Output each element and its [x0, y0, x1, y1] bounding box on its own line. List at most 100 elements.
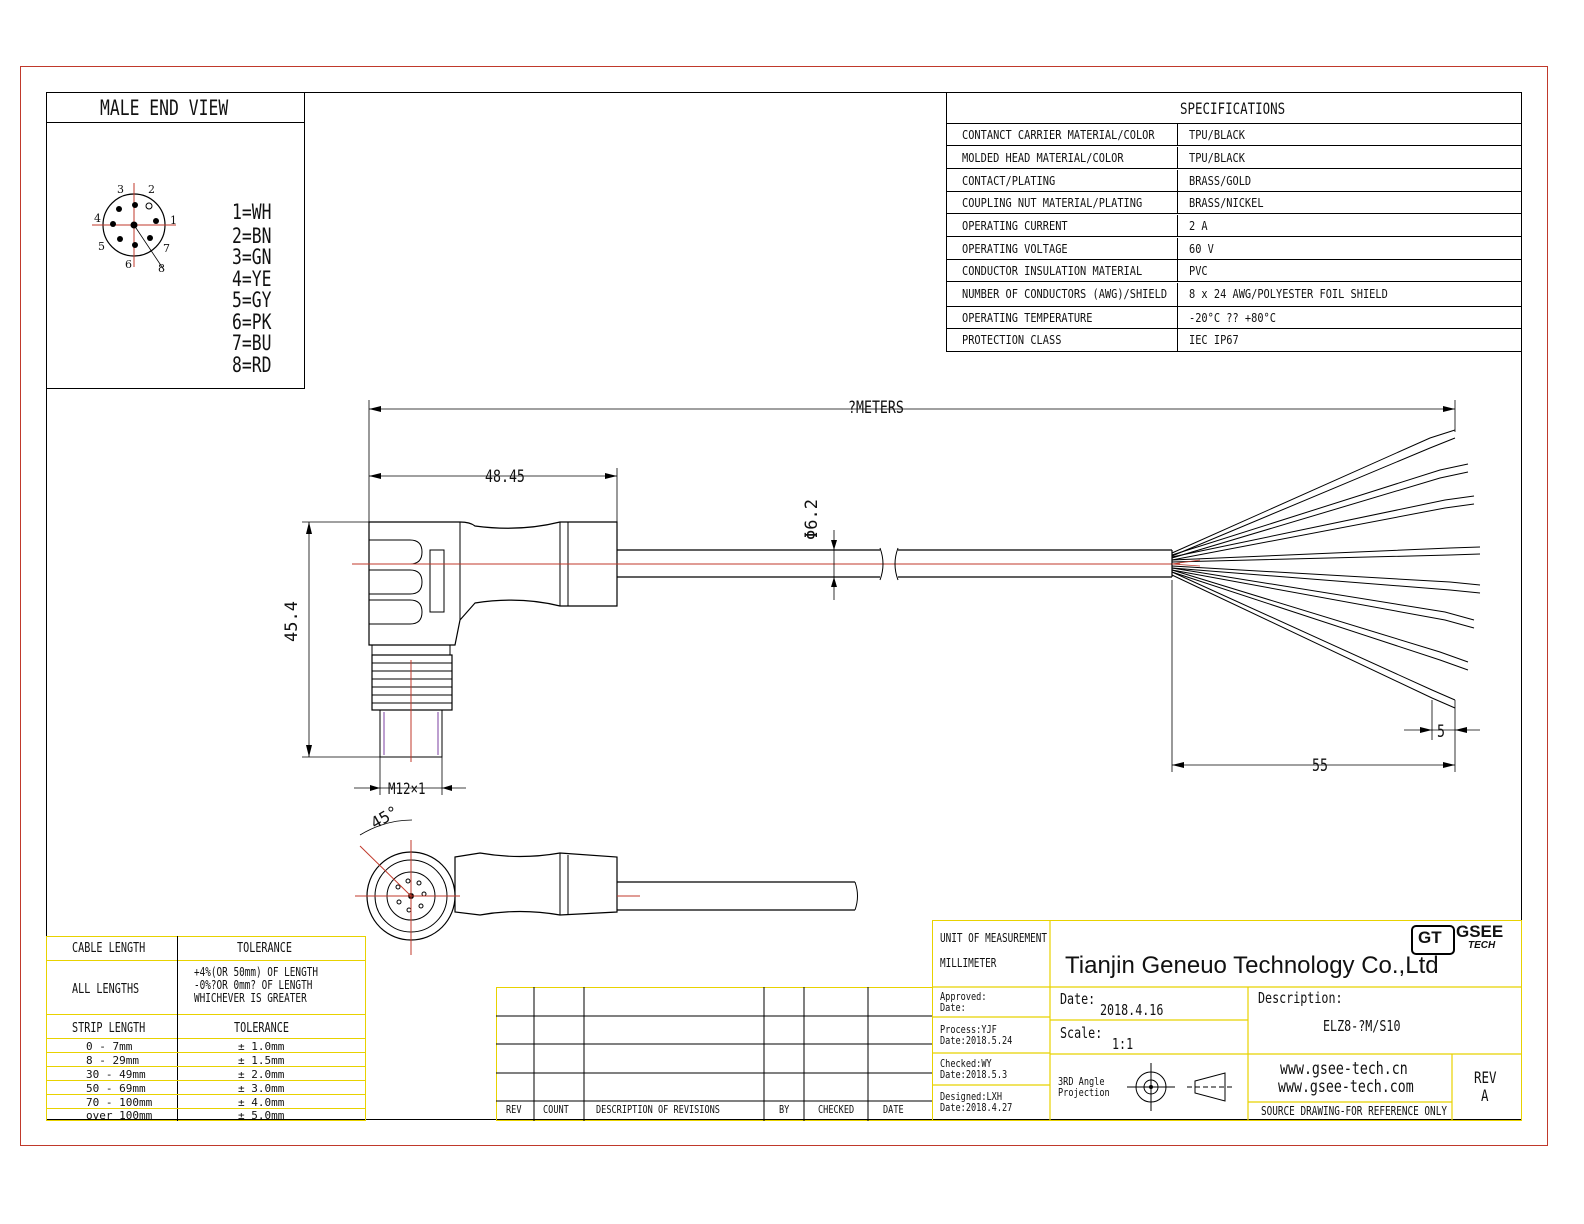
strip-length-range: over 100mm [86, 1109, 153, 1122]
pin-number-3: 3 [117, 183, 124, 196]
company-logo: GT [1411, 925, 1455, 955]
all-lengths-tolerance-line: WHICHEVER IS GREATER [194, 991, 307, 1005]
strip-length-range: 30 - 49mm [86, 1068, 146, 1081]
company-name: Tianjin Geneuo Technology Co.,Ltd [1065, 952, 1439, 979]
pin-layout-diagram [92, 183, 176, 271]
spec-value: TPU/BLACK [1189, 151, 1245, 165]
spec-key: CONDUCTOR INSULATION MATERIAL [962, 264, 1143, 278]
wire-color-3: 3=GN [232, 245, 272, 269]
spec-key: PROTECTION CLASS [962, 333, 1062, 347]
drawing-inner-border [46, 92, 1522, 1120]
spec-row: MOLDED HEAD MATERIAL/COLOR TPU/BLACK [947, 147, 1522, 169]
pin-number-4: 4 [94, 212, 101, 225]
overall-length-dimension: ?METERS [848, 398, 904, 418]
drawing-outer-border [20, 66, 1548, 1146]
scale-value: 1:1 [1112, 1035, 1134, 1053]
strip-length-range: 70 - 100mm [86, 1096, 153, 1109]
spec-key: COUPLING NUT MATERIAL/PLATING [962, 196, 1143, 210]
scale-label: Scale: [1060, 1024, 1103, 1042]
spec-key: CONTANCT CARRIER MATERIAL/COLOR [962, 128, 1155, 142]
spec-value: PVC [1189, 264, 1208, 278]
wire-color-6: 6=PK [232, 310, 272, 334]
cable-length-label: CABLE LENGTH [72, 941, 146, 956]
spec-row: OPERATING TEMPERATURE -20°C ?? +80°C [947, 307, 1522, 329]
title-block [932, 920, 1522, 1121]
strip-header-row [46, 1015, 366, 1039]
revision-header-checked: CHECKED [818, 1103, 855, 1116]
specifications-title: SPECIFICATIONS [1180, 99, 1286, 118]
description-value: ELZ8-?M/S10 [1323, 1017, 1401, 1035]
specifications-header [946, 92, 1522, 124]
approved-date: Date: [940, 1001, 966, 1014]
logo-gsee-text: GSEE [1456, 922, 1504, 941]
spec-key: MOLDED HEAD MATERIAL/COLOR [962, 151, 1124, 165]
spec-value: -20°C ?? +80°C [1189, 311, 1276, 325]
revision-header-date: DATE [883, 1103, 904, 1116]
thread-dimension: M12×1 [388, 779, 426, 798]
strip-length-label: STRIP LENGTH [72, 1021, 146, 1036]
strip-length-tolerance: ± 1.0mm [238, 1040, 285, 1053]
all-lengths-tolerance-line: -0%?OR 0mm? OF LENGTH [194, 978, 313, 992]
spec-key: NUMBER OF CONDUCTORS (AWG)/SHIELD [962, 287, 1168, 301]
website-cn-link[interactable]: www.gsee-tech.cn [1280, 1059, 1408, 1079]
male-end-view-title: MALE END VIEW [100, 96, 229, 120]
all-lengths-tolerance-line: +4%(OR 50mm) OF LENGTH [194, 965, 318, 979]
specifications-table [946, 92, 1522, 352]
strip-length-tolerance: ± 3.0mm [238, 1082, 285, 1095]
spec-value: 2 A [1189, 219, 1208, 233]
pin-number-7: 7 [163, 242, 170, 255]
wire-color-8: 8=RD [232, 353, 272, 377]
third-angle-projection-icon [1127, 1063, 1235, 1111]
spec-key: CONTACT/PLATING [962, 174, 1056, 188]
checked-date: Date:2018.5.3 [940, 1068, 1008, 1081]
pin-number-8: 8 [158, 262, 165, 275]
projection-label-line2: Projection [1058, 1086, 1110, 1099]
spec-key: OPERATING TEMPERATURE [962, 311, 1093, 325]
strip-length-range: 0 - 7mm [86, 1040, 133, 1053]
head-length-dimension: 48.45 [485, 467, 525, 487]
revision-header-count: COUNT [543, 1103, 569, 1116]
pin-number-2: 2 [148, 183, 155, 196]
projection-label-line1: 3RD Angle [1058, 1075, 1105, 1088]
checked-by: Checked:WY [940, 1057, 992, 1070]
strip-length-tolerance: ± 4.0mm [238, 1096, 285, 1109]
strip-tolerance-row: 30 - 49mm ± 2.0mm [46, 1068, 366, 1081]
revision-header-description: DESCRIPTION OF REVISIONS [596, 1103, 720, 1116]
wire-color-1: 1=WH [232, 200, 272, 224]
strip-length-tolerance: ± 1.5mm [238, 1054, 285, 1067]
pin-number-1: 1 [170, 214, 177, 227]
tolerance-label: TOLERANCE [237, 941, 292, 956]
logo-gt-text: GT [1418, 928, 1442, 947]
designed-by: Designed:LXH [940, 1090, 1002, 1103]
date-label: Date: [1060, 990, 1096, 1008]
rev-label: REV [1474, 1068, 1497, 1087]
spec-value: BRASS/GOLD [1189, 174, 1252, 188]
description-label: Description: [1258, 989, 1343, 1007]
cable-diameter-dimension: Φ6.2 [802, 499, 822, 540]
website-com-link[interactable]: www.gsee-tech.com [1278, 1077, 1414, 1097]
process-by: Process:YJF [940, 1023, 997, 1036]
pin-number-5: 5 [98, 240, 105, 253]
approved-label: Approved: [940, 990, 987, 1003]
revision-header-rev: REV [506, 1103, 522, 1116]
source-drawing-note: SOURCE DRAWING-FOR REFERENCE ONLY [1261, 1104, 1447, 1118]
date-value: 2018.4.16 [1100, 1001, 1164, 1019]
spec-row: CONTACT/PLATING BRASS/GOLD [947, 170, 1522, 192]
spec-row: CONTANCT CARRIER MATERIAL/COLOR TPU/BLACK [947, 124, 1522, 146]
strip-tolerance-row: over 100mm± 5.0mm [46, 1109, 366, 1122]
designed-date: Date:2018.4.27 [940, 1101, 1013, 1114]
spec-value: IEC IP67 [1189, 333, 1239, 347]
strip-length-range: 50 - 69mm [86, 1082, 146, 1095]
strip-length-tolerance: ± 2.0mm [238, 1068, 285, 1081]
strip-length-range: 8 - 29mm [86, 1054, 139, 1067]
spec-value: TPU/BLACK [1189, 128, 1245, 142]
tin-length-dimension: 5 [1437, 722, 1445, 742]
wire-color-7: 7=BU [232, 331, 272, 355]
strip-tolerance-row: 0 - 7mm ± 1.0mm [46, 1040, 366, 1053]
spec-value: 8 x 24 AWG/POLYESTER FOIL SHIELD [1189, 287, 1388, 301]
strip-tolerance-row: 70 - 100mm ± 4.0mm [46, 1096, 366, 1109]
revision-grid [496, 987, 932, 1121]
